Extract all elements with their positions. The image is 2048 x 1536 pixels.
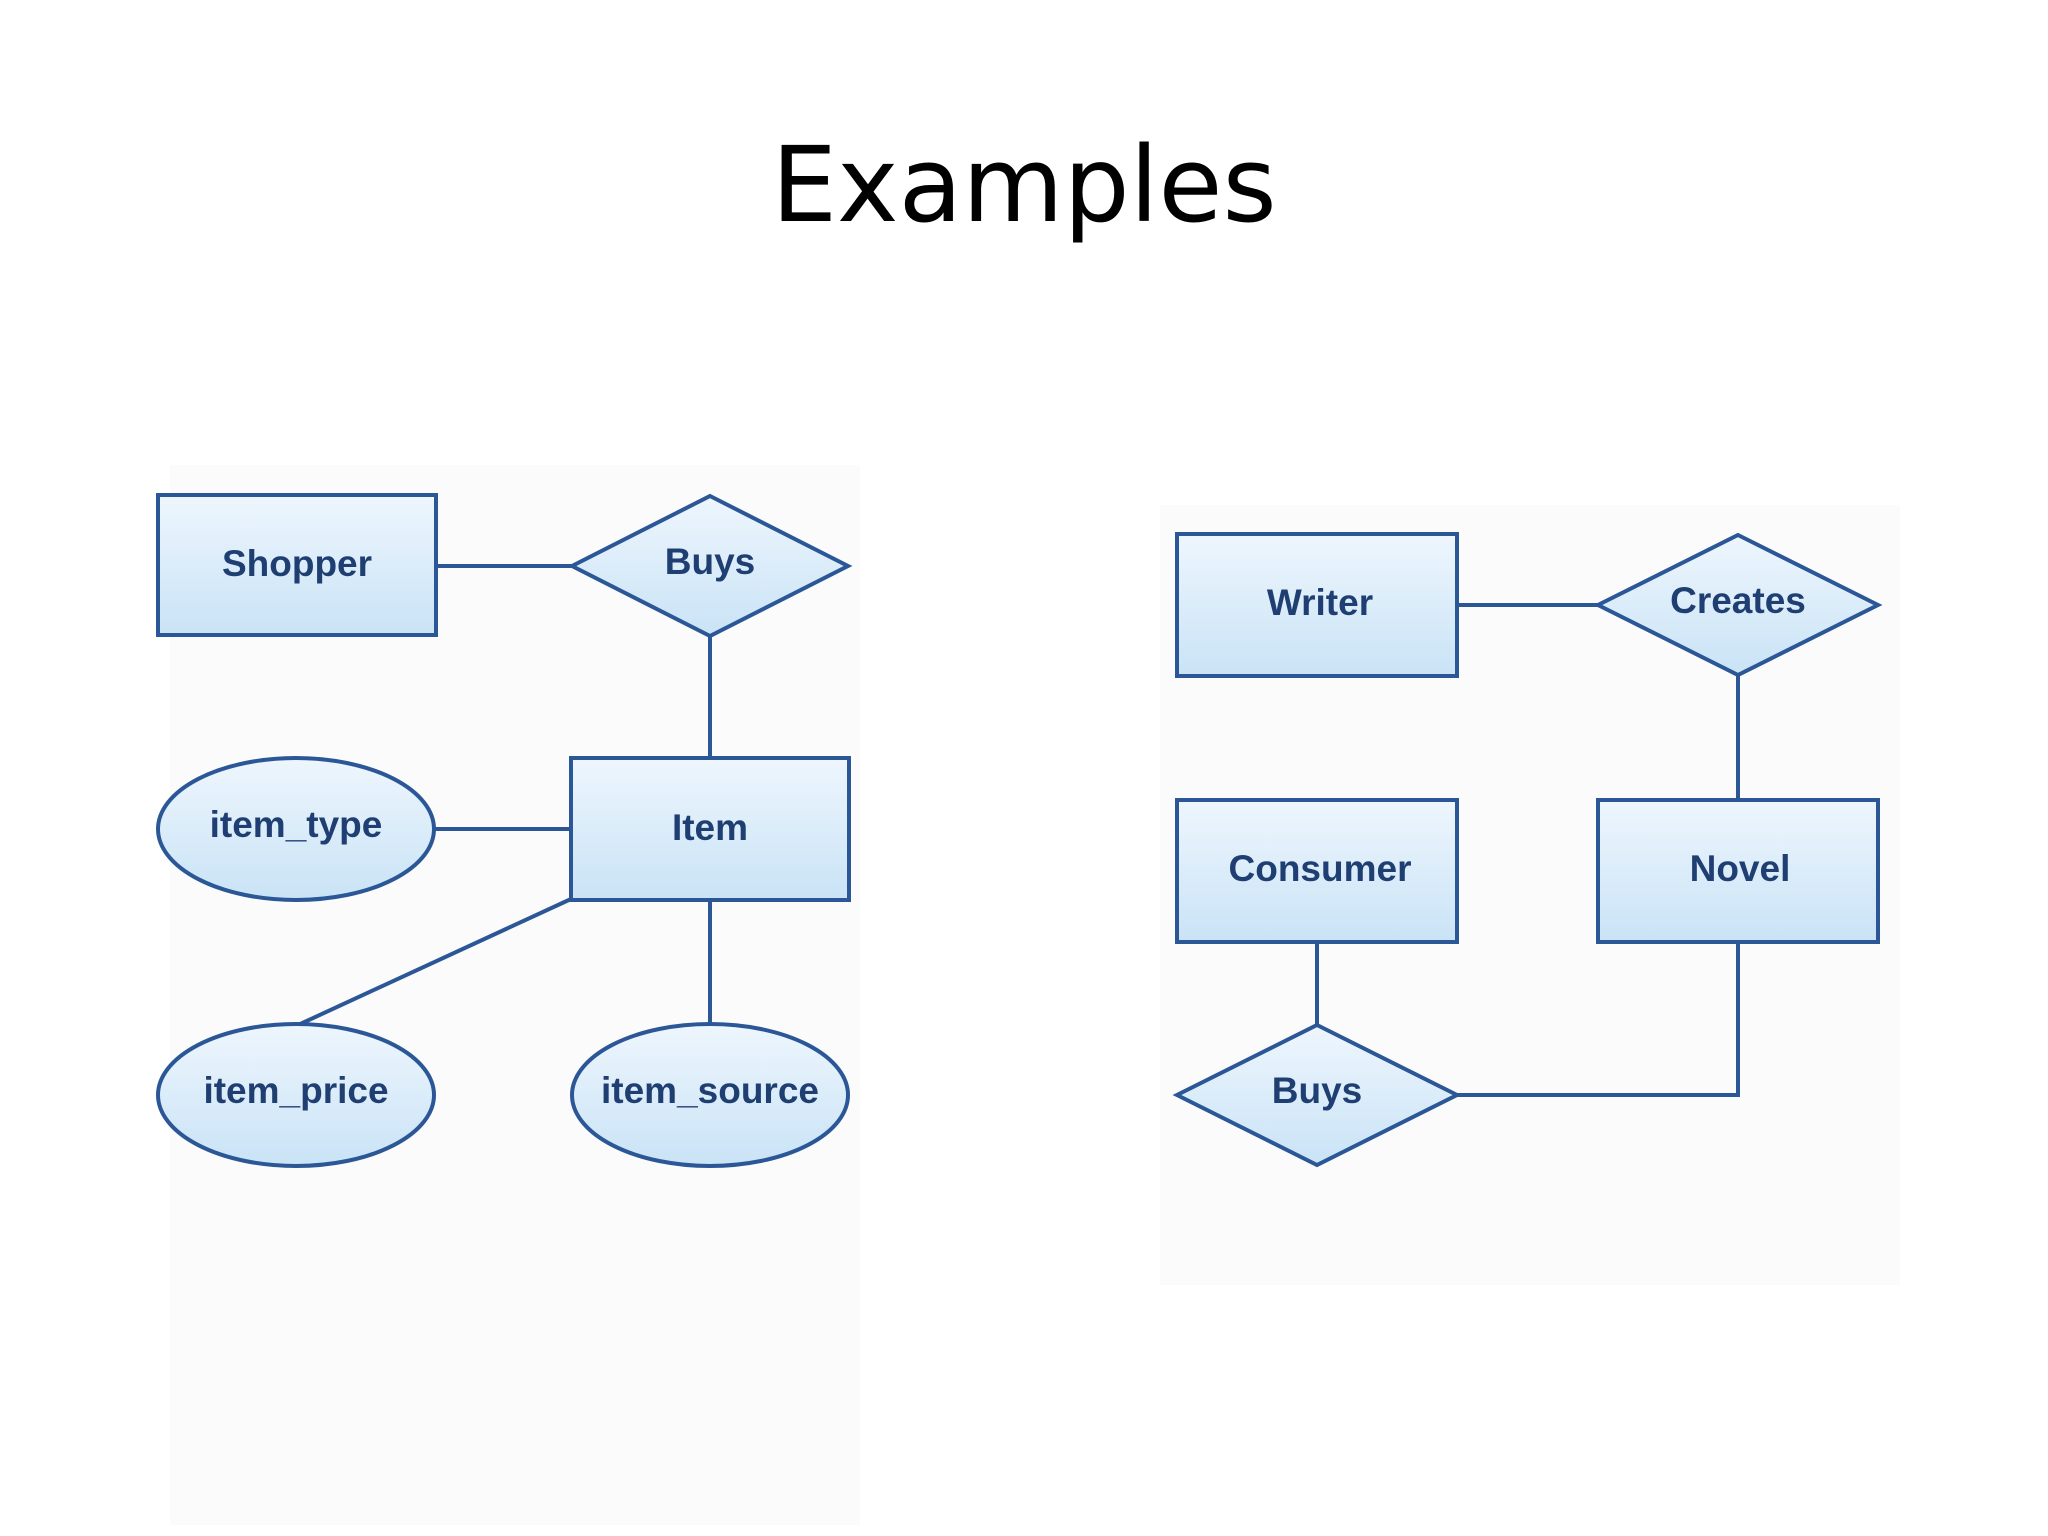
entity-shopper-label: Shopper bbox=[222, 543, 372, 584]
relationship-creates[interactable]: Creates bbox=[1593, 532, 1883, 678]
attribute-item-source[interactable]: item_source bbox=[570, 1022, 850, 1168]
slide-title: Examples bbox=[771, 124, 1277, 246]
entity-novel-label: Novel bbox=[1690, 848, 1791, 889]
relationship-creates-label: Creates bbox=[1670, 580, 1806, 621]
relationship-buys-right[interactable]: Buys bbox=[1172, 1022, 1462, 1168]
right-er-diagram: Writer Creates Consumer Novel Buys bbox=[1172, 532, 1883, 1168]
entity-writer[interactable]: Writer bbox=[1175, 532, 1459, 678]
entity-novel[interactable]: Novel bbox=[1596, 798, 1880, 944]
entity-writer-label: Writer bbox=[1267, 582, 1373, 623]
attribute-item-price[interactable]: item_price bbox=[156, 1022, 436, 1168]
entity-consumer-label: Consumer bbox=[1229, 848, 1412, 889]
entity-shopper[interactable]: Shopper bbox=[156, 493, 438, 637]
attribute-item-source-label: item_source bbox=[601, 1070, 819, 1111]
left-er-diagram: Shopper Buys Item item_type item_price bbox=[156, 493, 853, 1168]
edge-item-itemprice bbox=[297, 897, 572, 1027]
entity-item[interactable]: Item bbox=[569, 756, 851, 902]
relationship-buys-left-label: Buys bbox=[665, 541, 755, 582]
attribute-item-type[interactable]: item_type bbox=[156, 756, 436, 902]
entity-item-label: Item bbox=[672, 807, 748, 848]
edge-buys-novel bbox=[1457, 942, 1740, 1097]
attribute-item-type-label: item_type bbox=[210, 804, 383, 845]
relationship-buys-left[interactable]: Buys bbox=[567, 493, 853, 639]
relationship-buys-right-label: Buys bbox=[1272, 1070, 1362, 1111]
attribute-item-price-label: item_price bbox=[203, 1070, 388, 1111]
entity-consumer[interactable]: Consumer bbox=[1175, 798, 1459, 944]
left-diagram-panel bbox=[170, 465, 860, 1525]
